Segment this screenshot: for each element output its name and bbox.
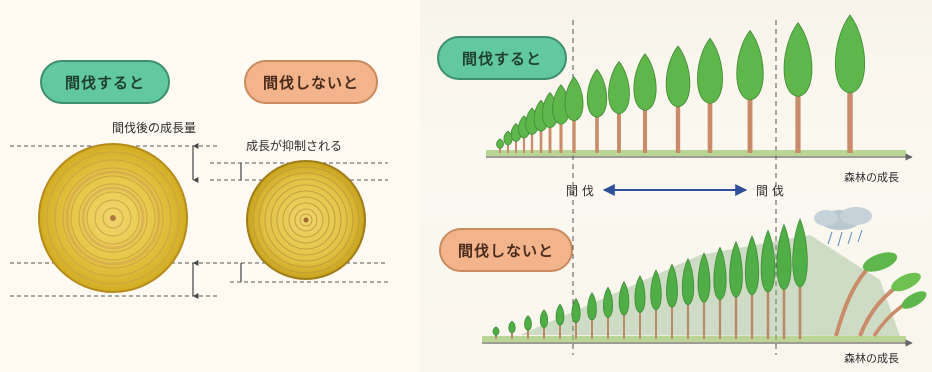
bottom-tree <box>555 303 565 339</box>
bottom-tree <box>697 252 711 339</box>
bottom-tree <box>650 269 662 339</box>
unthinned-tree-ring <box>246 160 366 280</box>
bottom-tree <box>618 280 630 339</box>
top-tree <box>496 138 504 153</box>
right-without-thinning-pill: 間伐しないと <box>439 228 573 272</box>
bottom-tree-row <box>492 217 808 339</box>
top-tree <box>783 22 813 153</box>
forest-growth-label-top: 森林の成長 <box>844 171 899 184</box>
thinning-mark-right: 間 伐 <box>756 184 784 198</box>
top-tree <box>697 37 723 153</box>
bottom-tree <box>508 320 516 339</box>
bottom-tree <box>539 309 549 339</box>
bottom-tree <box>587 292 597 339</box>
bottom-tree <box>602 286 614 339</box>
growth-after-thinning-label: 間伐後の成長量 <box>112 121 197 135</box>
bottom-tree <box>666 263 678 339</box>
fallen-trees-icon <box>834 252 927 337</box>
bottom-tree <box>792 217 808 339</box>
right-with-thinning-pill: 間伐すると <box>437 36 567 80</box>
storm-cloud-icon <box>814 207 872 247</box>
bottom-tree <box>729 240 743 339</box>
bottom-tree <box>713 246 727 339</box>
left-growth-markers <box>192 143 242 299</box>
top-tree <box>736 29 764 153</box>
bottom-tree <box>744 235 760 339</box>
top-tree-row <box>496 14 865 153</box>
bottom-tree <box>681 257 695 339</box>
bottom-tree <box>760 229 776 339</box>
top-tree <box>564 76 584 153</box>
left-with-thinning-pill: 間伐すると <box>40 60 170 104</box>
top-tree <box>608 60 630 153</box>
left-without-thinning-text: 間伐しないと <box>262 73 359 92</box>
bottom-tree <box>634 275 646 339</box>
top-tree <box>586 68 608 153</box>
top-tree <box>665 45 691 153</box>
thinning-guides <box>572 20 777 355</box>
left-with-thinning-text: 間伐すると <box>64 73 145 92</box>
bottom-tree <box>492 326 500 339</box>
top-tree <box>835 14 865 153</box>
left-without-thinning-pill: 間伐しないと <box>244 60 378 104</box>
bottom-tree <box>524 315 532 339</box>
bottom-ground <box>482 336 913 347</box>
bottom-tree <box>571 297 581 339</box>
top-tree <box>633 53 657 153</box>
thinned-tree-ring <box>38 143 188 293</box>
bottom-tree <box>776 223 792 339</box>
forest-growth-label-bottom: 森林の成長 <box>844 352 899 365</box>
top-ground <box>486 150 913 161</box>
right-with-thinning-text: 間伐すると <box>461 49 542 68</box>
growth-suppressed-label: 成長が抑制される <box>246 139 343 153</box>
right-without-thinning-text: 間伐しないと <box>457 241 554 260</box>
